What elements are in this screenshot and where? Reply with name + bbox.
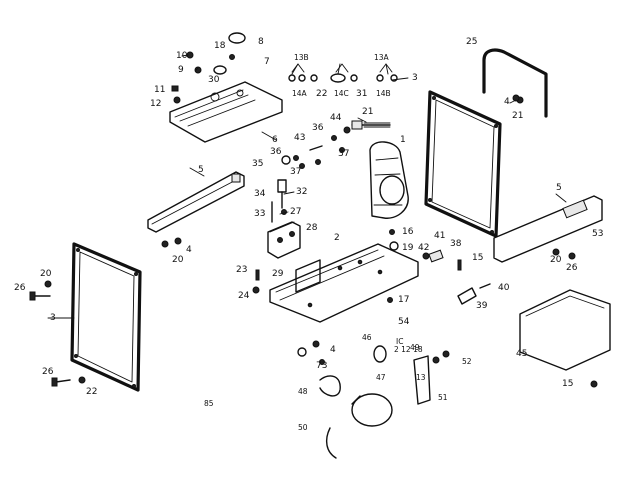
- label-37-low: 37: [290, 167, 301, 177]
- label-14b: 14B: [376, 89, 391, 98]
- label-26-low: 26: [42, 367, 54, 377]
- label-31: 31: [356, 89, 367, 99]
- label-6: 6: [272, 135, 278, 145]
- label-14a: 14A: [292, 89, 308, 98]
- label-33: 33: [254, 209, 265, 219]
- label-41: 41: [434, 231, 445, 241]
- leader-lines: [47, 54, 567, 319]
- label-20-left: 20: [40, 269, 52, 279]
- label-48: 48: [298, 387, 308, 396]
- label-23: 23: [236, 265, 247, 275]
- lower-parts: [297, 340, 450, 459]
- label-9: 9: [178, 65, 184, 75]
- label-38: 38: [450, 239, 462, 249]
- label-19: 19: [402, 243, 414, 253]
- label-20-mid: 20: [172, 255, 184, 265]
- label-13: 13: [416, 373, 426, 382]
- label-20-right: 20: [550, 255, 562, 265]
- top-plate: [169, 81, 283, 143]
- hardware-base: [161, 229, 462, 303]
- label-16: 16: [402, 227, 414, 237]
- frame-left: [70, 242, 142, 392]
- label-85: 85: [204, 399, 214, 408]
- label-22-low: 22: [86, 387, 97, 397]
- label-29: 29: [272, 269, 284, 279]
- base-plate: [269, 243, 419, 323]
- label-36-right: 36: [312, 123, 324, 133]
- label-40: 40: [498, 283, 510, 293]
- label-27: 27: [290, 207, 301, 217]
- label-4-low: 4: [330, 345, 336, 355]
- hardware-top-row: [288, 63, 398, 83]
- label-5-right: 5: [556, 183, 562, 193]
- label-14c: 14C: [334, 89, 349, 98]
- label-15-right: 15: [472, 253, 483, 263]
- label-52: 52: [462, 357, 472, 366]
- label-45: 45: [516, 349, 527, 359]
- label-21-right: 21: [512, 111, 523, 121]
- label-28: 28: [306, 223, 318, 233]
- label-25: 25: [466, 37, 477, 47]
- label-13a: 13A: [374, 53, 390, 62]
- label-15-low: 15: [562, 379, 573, 389]
- label-2: 2: [334, 233, 340, 243]
- handle-25: [482, 48, 548, 118]
- label-26-left: 26: [14, 283, 26, 293]
- label-37-right: 37: [338, 149, 349, 159]
- label-30: 30: [208, 75, 220, 85]
- side-rail-right: [493, 195, 603, 263]
- label-18: 18: [214, 41, 226, 51]
- label-7: 7: [264, 57, 270, 67]
- side-rail-left: [147, 171, 245, 233]
- label-51: 51: [438, 393, 448, 402]
- frame-right: [424, 90, 502, 238]
- label-4-top: 4: [504, 97, 510, 107]
- label-36-left: 36: [270, 147, 282, 157]
- label-50: 50: [298, 423, 308, 432]
- bolts-left: [29, 94, 576, 387]
- label-5-left: 5: [198, 165, 204, 175]
- label-49: 49: [410, 343, 420, 352]
- label-12: 12: [150, 99, 161, 109]
- label-42: 42: [418, 243, 429, 253]
- label-44: 44: [330, 113, 342, 123]
- label-note-2: 2 12 18: [394, 345, 423, 354]
- label-21-rod: 21: [362, 107, 373, 117]
- label-1: 1: [400, 135, 406, 145]
- label-32: 32: [296, 187, 307, 197]
- label-26-right: 26: [566, 263, 578, 273]
- label-3-top: 3: [412, 73, 418, 83]
- label-46: 46: [362, 333, 372, 342]
- hardware-mid: [281, 126, 351, 169]
- label-73: 73: [316, 361, 327, 371]
- label-54: 54: [398, 317, 410, 327]
- label-24: 24: [238, 291, 250, 301]
- label-34: 34: [254, 189, 266, 199]
- engine-unit: [369, 141, 409, 219]
- bracket-28: [267, 221, 301, 259]
- label-43: 43: [294, 133, 305, 143]
- label-39: 39: [476, 301, 488, 311]
- label-47: 47: [376, 373, 386, 382]
- bolt-assembly: [271, 179, 287, 223]
- label-53: 53: [592, 229, 603, 239]
- hardware-top-left: [171, 32, 246, 104]
- cover-45: [519, 289, 611, 388]
- label-17: 17: [398, 295, 409, 305]
- label-11: 11: [154, 85, 165, 95]
- clip-39: [457, 283, 491, 305]
- label-4-mid: 4: [186, 245, 192, 255]
- rod-21: [351, 120, 391, 130]
- label-22-top: 22: [316, 89, 327, 99]
- label-35: 35: [252, 159, 263, 169]
- label-note: IC: [396, 337, 403, 346]
- label-13b: 13B: [294, 53, 309, 62]
- label-8: 8: [258, 37, 264, 47]
